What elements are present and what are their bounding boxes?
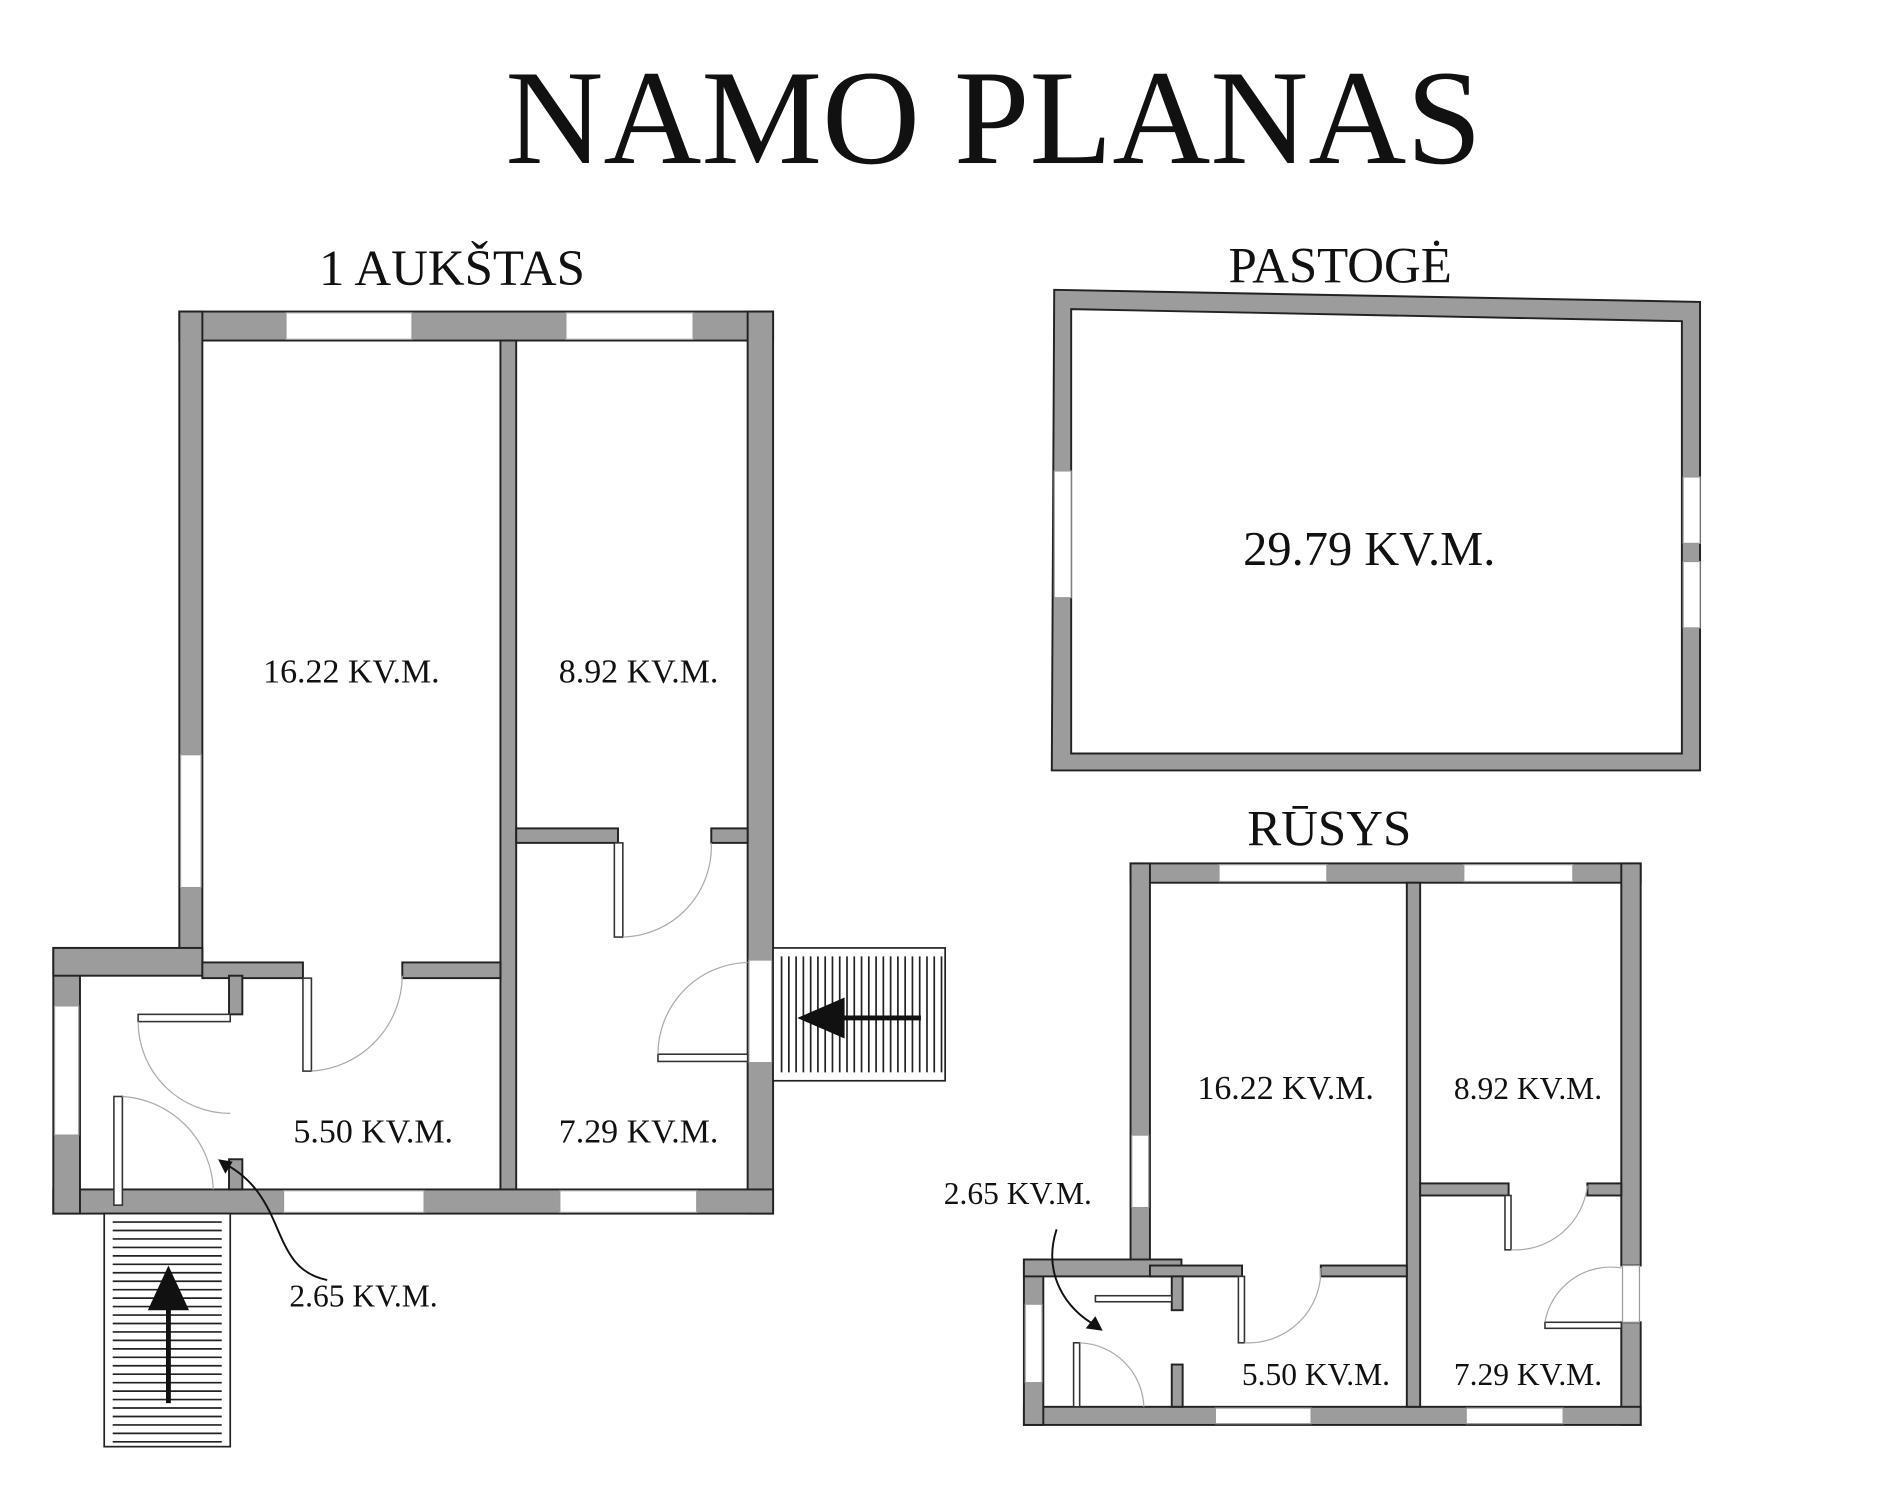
basement-heading: RŪSYS: [1247, 800, 1411, 856]
windows: [1024, 864, 1641, 1425]
room-area: 8.92 KV.M.: [559, 653, 719, 690]
doors: [1072, 1185, 1623, 1408]
room-area: 16.22 KV.M.: [1197, 1070, 1374, 1107]
doors: [113, 842, 749, 1206]
pointer-arrow-icon: [1085, 1316, 1103, 1331]
room-area: 5.50 KV.M.: [1242, 1357, 1390, 1392]
entrance-stairs-right: [772, 947, 947, 1082]
pointer-arrow-icon: [218, 1159, 233, 1174]
attic-heading: PASTOGĖ: [1228, 238, 1451, 294]
attic-plan: PASTOGĖ 29.79 KV.M.: [1050, 238, 1702, 772]
page-title: NAMO PLANAS: [505, 43, 1481, 193]
room-area: 7.29 KV.M.: [1454, 1357, 1602, 1392]
room-area: 16.22 KV.M.: [263, 653, 440, 690]
room-area: 7.29 KV.M.: [559, 1113, 719, 1150]
arrow-left-icon: [797, 997, 845, 1039]
arrow-up-icon: [147, 1265, 190, 1311]
room-area: 8.92 KV.M.: [1454, 1071, 1602, 1106]
first-floor-plan: 1 AUKŠTAS: [52, 240, 947, 1448]
first-floor-heading: 1 AUKŠTAS: [319, 240, 585, 296]
room-area: 5.50 KV.M.: [293, 1113, 453, 1150]
walls: [1022, 862, 1642, 1426]
room-area: 2.65 KV.M.: [944, 1176, 1092, 1211]
room-area: 29.79 KV.M.: [1243, 523, 1495, 576]
entrance-stairs-bottom: [103, 1212, 232, 1448]
room-area: 2.65 KV.M.: [289, 1279, 437, 1314]
basement-plan: RŪSYS: [944, 800, 1642, 1426]
windows: [53, 312, 773, 1213]
walls: [52, 310, 775, 1215]
